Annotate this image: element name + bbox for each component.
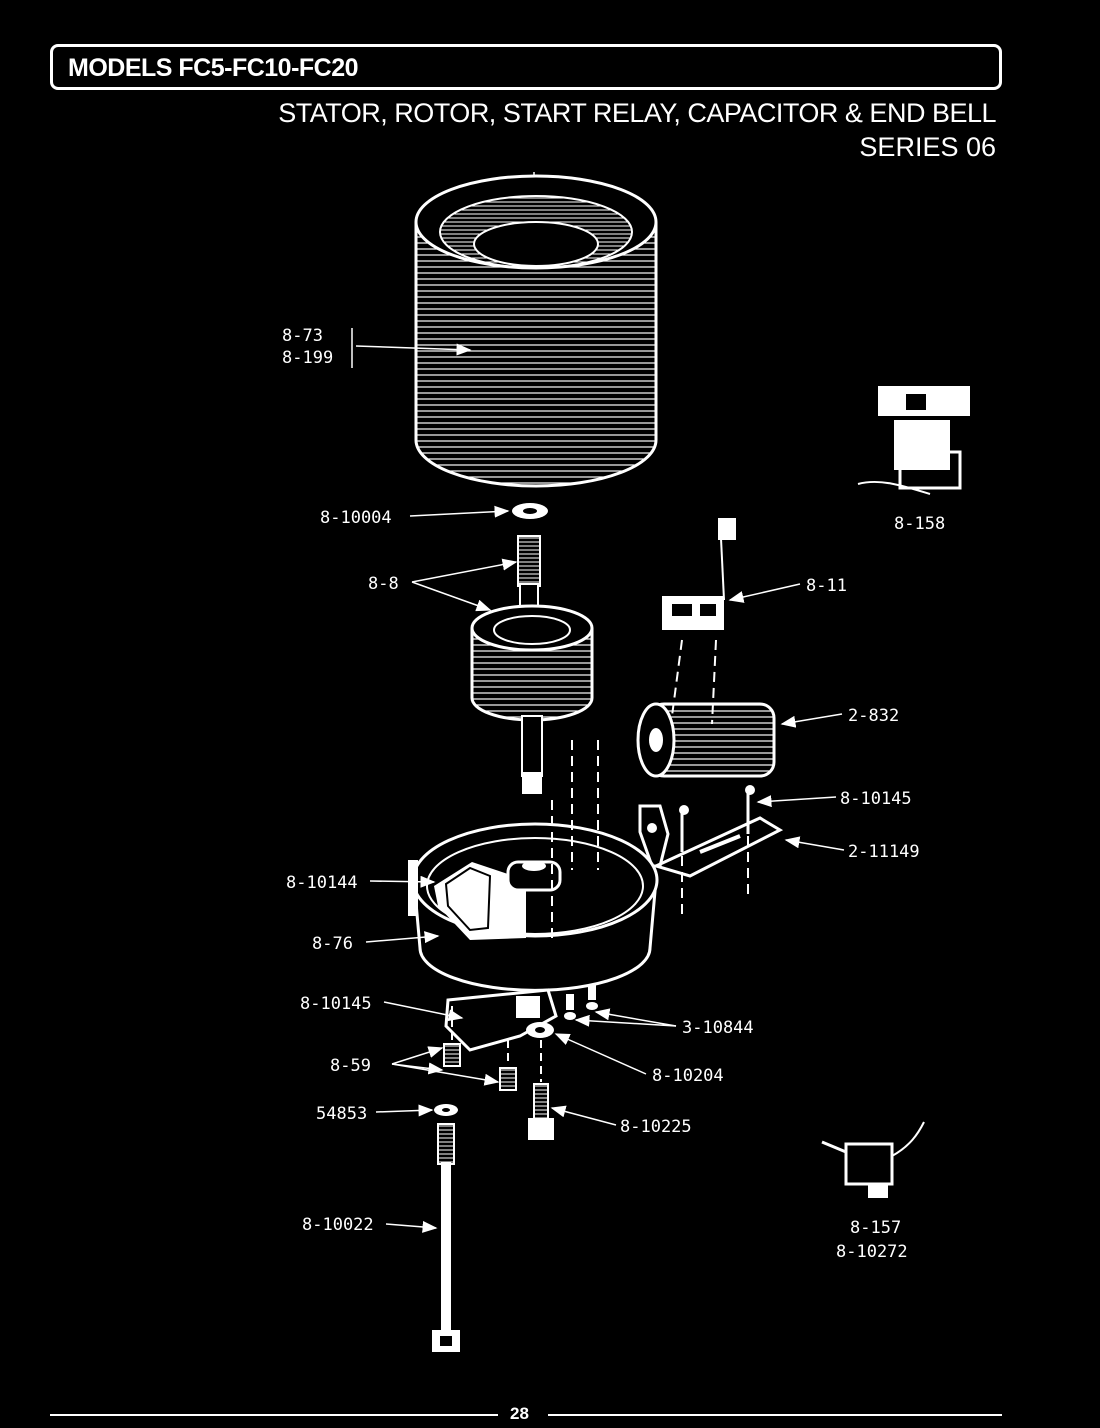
leader-lines bbox=[351, 328, 845, 1233]
relay-8-11 bbox=[662, 517, 736, 725]
bracket-2-11149 bbox=[638, 785, 784, 916]
label-8-158: 8-158 bbox=[894, 514, 946, 534]
capacitor bbox=[636, 702, 776, 778]
stator bbox=[414, 172, 658, 488]
rotor bbox=[470, 535, 594, 794]
label-8-157: 8-157 bbox=[850, 1218, 902, 1238]
relay-8-158 bbox=[857, 386, 970, 495]
label-8-199: 8-199 bbox=[282, 348, 334, 368]
label-8-59: 8-59 bbox=[330, 1056, 371, 1076]
rod-8-10022 bbox=[432, 1104, 460, 1352]
label-8-76: 8-76 bbox=[312, 934, 353, 954]
label-8-10004: 8-10004 bbox=[320, 508, 392, 528]
label-2-11149: 2-11149 bbox=[848, 842, 920, 862]
diagram-subtitle: STATOR, ROTOR, START RELAY, CAPACITOR & … bbox=[278, 98, 996, 128]
header-box bbox=[50, 44, 1002, 90]
label-8-10145-left: 8-10145 bbox=[300, 994, 372, 1014]
screws-3-10844 bbox=[564, 984, 598, 1020]
footer-rule-right bbox=[548, 1414, 1002, 1416]
washer-8-10004 bbox=[512, 503, 548, 519]
label-8-10272: 8-10272 bbox=[836, 1242, 908, 1262]
nuts-8-59 bbox=[443, 1006, 517, 1091]
label-8-10204: 8-10204 bbox=[652, 1066, 724, 1086]
label-3-10844: 3-10844 bbox=[682, 1018, 754, 1038]
models-title: MODELS FC5-FC10-FC20 bbox=[68, 54, 359, 82]
bolt-8-10225 bbox=[528, 1040, 554, 1140]
label-8-10022: 8-10022 bbox=[302, 1215, 374, 1235]
end-bell bbox=[408, 740, 659, 1052]
label-8-10145-right: 8-10145 bbox=[840, 789, 912, 809]
footer-rule-left bbox=[50, 1414, 498, 1416]
label-8-11: 8-11 bbox=[806, 576, 847, 596]
label-2-832: 2-832 bbox=[848, 706, 900, 726]
label-8-10225: 8-10225 bbox=[620, 1117, 692, 1137]
label-8-10144: 8-10144 bbox=[286, 873, 358, 893]
page-number: 28 bbox=[510, 1404, 529, 1423]
label-54853: 54853 bbox=[316, 1104, 368, 1124]
series-label: SERIES 06 bbox=[859, 132, 996, 162]
label-8-73: 8-73 bbox=[282, 326, 323, 346]
switch-8-157 bbox=[821, 1121, 925, 1198]
label-8-8: 8-8 bbox=[368, 574, 399, 594]
